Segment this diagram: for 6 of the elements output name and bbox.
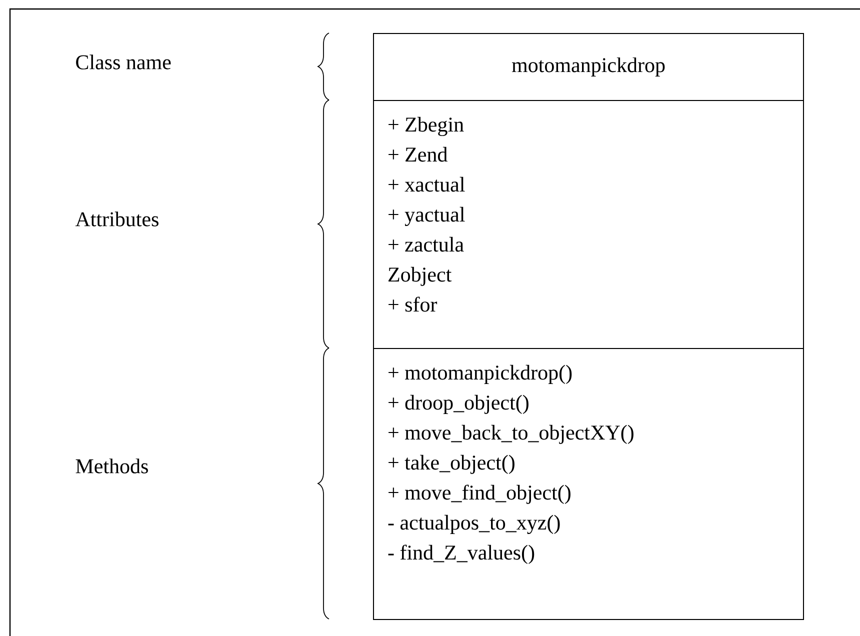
attributes-compartment: + Zbegin + Zend + xactual + yactual + zactula Zobject + sfor [373,100,804,349]
section-label: Class name [76,54,171,70]
section-label: Attributes [75,212,158,226]
class-name-compartment: motomanpickdrop [373,33,804,101]
section-label: Methods [76,458,148,474]
methods-compartment: + motomanpickdrop() + droop_object() + move_back_to_objectXY() + take_object() + move_find_object() - actualpos_to_xyz() - find_Z_values() [373,348,804,620]
